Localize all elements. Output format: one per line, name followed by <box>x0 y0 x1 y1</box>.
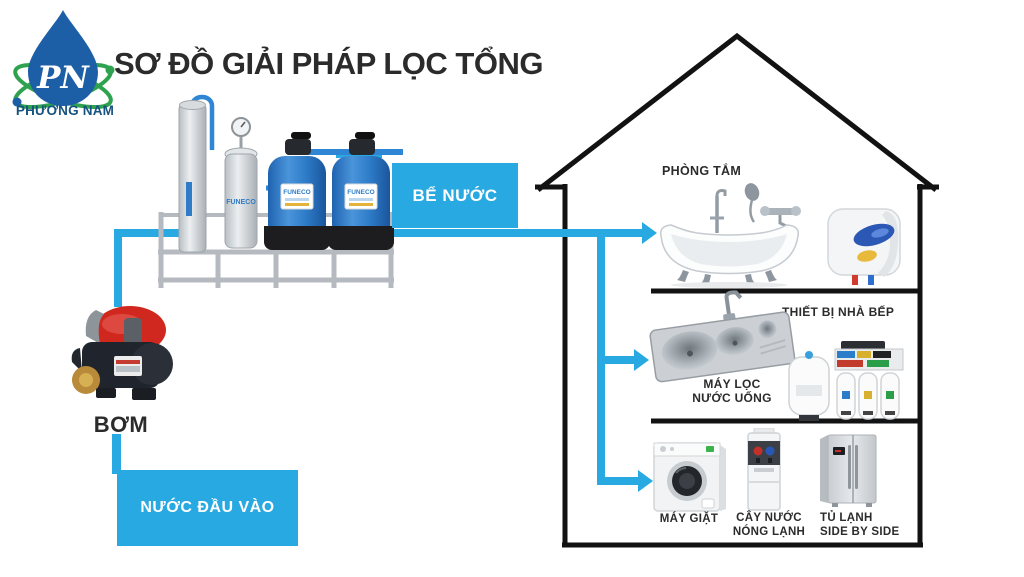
water-dispenser-icon <box>747 428 781 511</box>
water-heater-icon <box>827 208 901 285</box>
svg-text:FUNECO: FUNECO <box>347 189 374 196</box>
input-water-box: NƯỚC ĐẦU VÀO <box>117 470 298 546</box>
logo-initials: PN <box>36 60 90 96</box>
fridge-label: TỦ LẠNH SIDE BY SIDE <box>820 512 900 538</box>
fridge-icon <box>820 434 877 507</box>
washer-label: MÁY GIẶT <box>659 513 719 525</box>
filter-tank-1: FUNECO <box>264 132 330 250</box>
bathtub-icon <box>659 183 801 288</box>
filtration-system-image: FUNECO FUNECO FUNECO <box>158 94 403 288</box>
kitchen-label: THIẾT BỊ NHÀ BẾP <box>782 305 895 319</box>
dispenser-label: CÂY NƯỚC NÓNG LẠNH <box>732 512 806 538</box>
filter-tank-2: FUNECO <box>328 132 394 250</box>
svg-text:FUNECO: FUNECO <box>283 189 310 196</box>
pipe-main-supply <box>371 229 643 237</box>
page-title: SƠ ĐỒ GIẢI PHÁP LỌC TỔNG <box>114 46 543 81</box>
washing-machine-icon <box>653 442 726 512</box>
water-purifier-label: MÁY LỌC NƯỚC UỐNG <box>692 377 772 405</box>
bathroom-label: PHÒNG TẮM <box>662 164 742 178</box>
steel-canister: FUNECO <box>224 117 258 249</box>
tub-faucet-icon <box>710 189 727 233</box>
pipe-branch-laundry <box>597 477 639 485</box>
water-tank-box: BỂ NƯỚC <box>392 163 518 228</box>
arrow-to-bathroom-icon <box>642 222 657 244</box>
shower-mixer-icon <box>744 183 801 229</box>
logo-company-name: PHƯƠNG NAM <box>15 103 115 118</box>
pipe-branch-kitchen <box>597 356 635 364</box>
company-logo: PN <box>12 10 115 110</box>
arrow-to-laundry-icon <box>638 470 653 492</box>
kitchen-sink-icon <box>649 290 796 383</box>
pipe-pump-to-filter-vertical <box>114 229 122 307</box>
pipe-input-to-pump <box>112 434 121 474</box>
ro-purifier-icon <box>788 341 904 421</box>
pipe-pump-to-filter-horizontal <box>114 229 184 237</box>
pump-label: BƠM <box>93 412 149 437</box>
arrow-to-kitchen-icon <box>634 349 649 371</box>
water-drop-icon <box>28 10 98 106</box>
steel-column <box>178 100 207 253</box>
svg-text:FUNECO: FUNECO <box>226 199 256 206</box>
pump-image <box>71 306 173 400</box>
